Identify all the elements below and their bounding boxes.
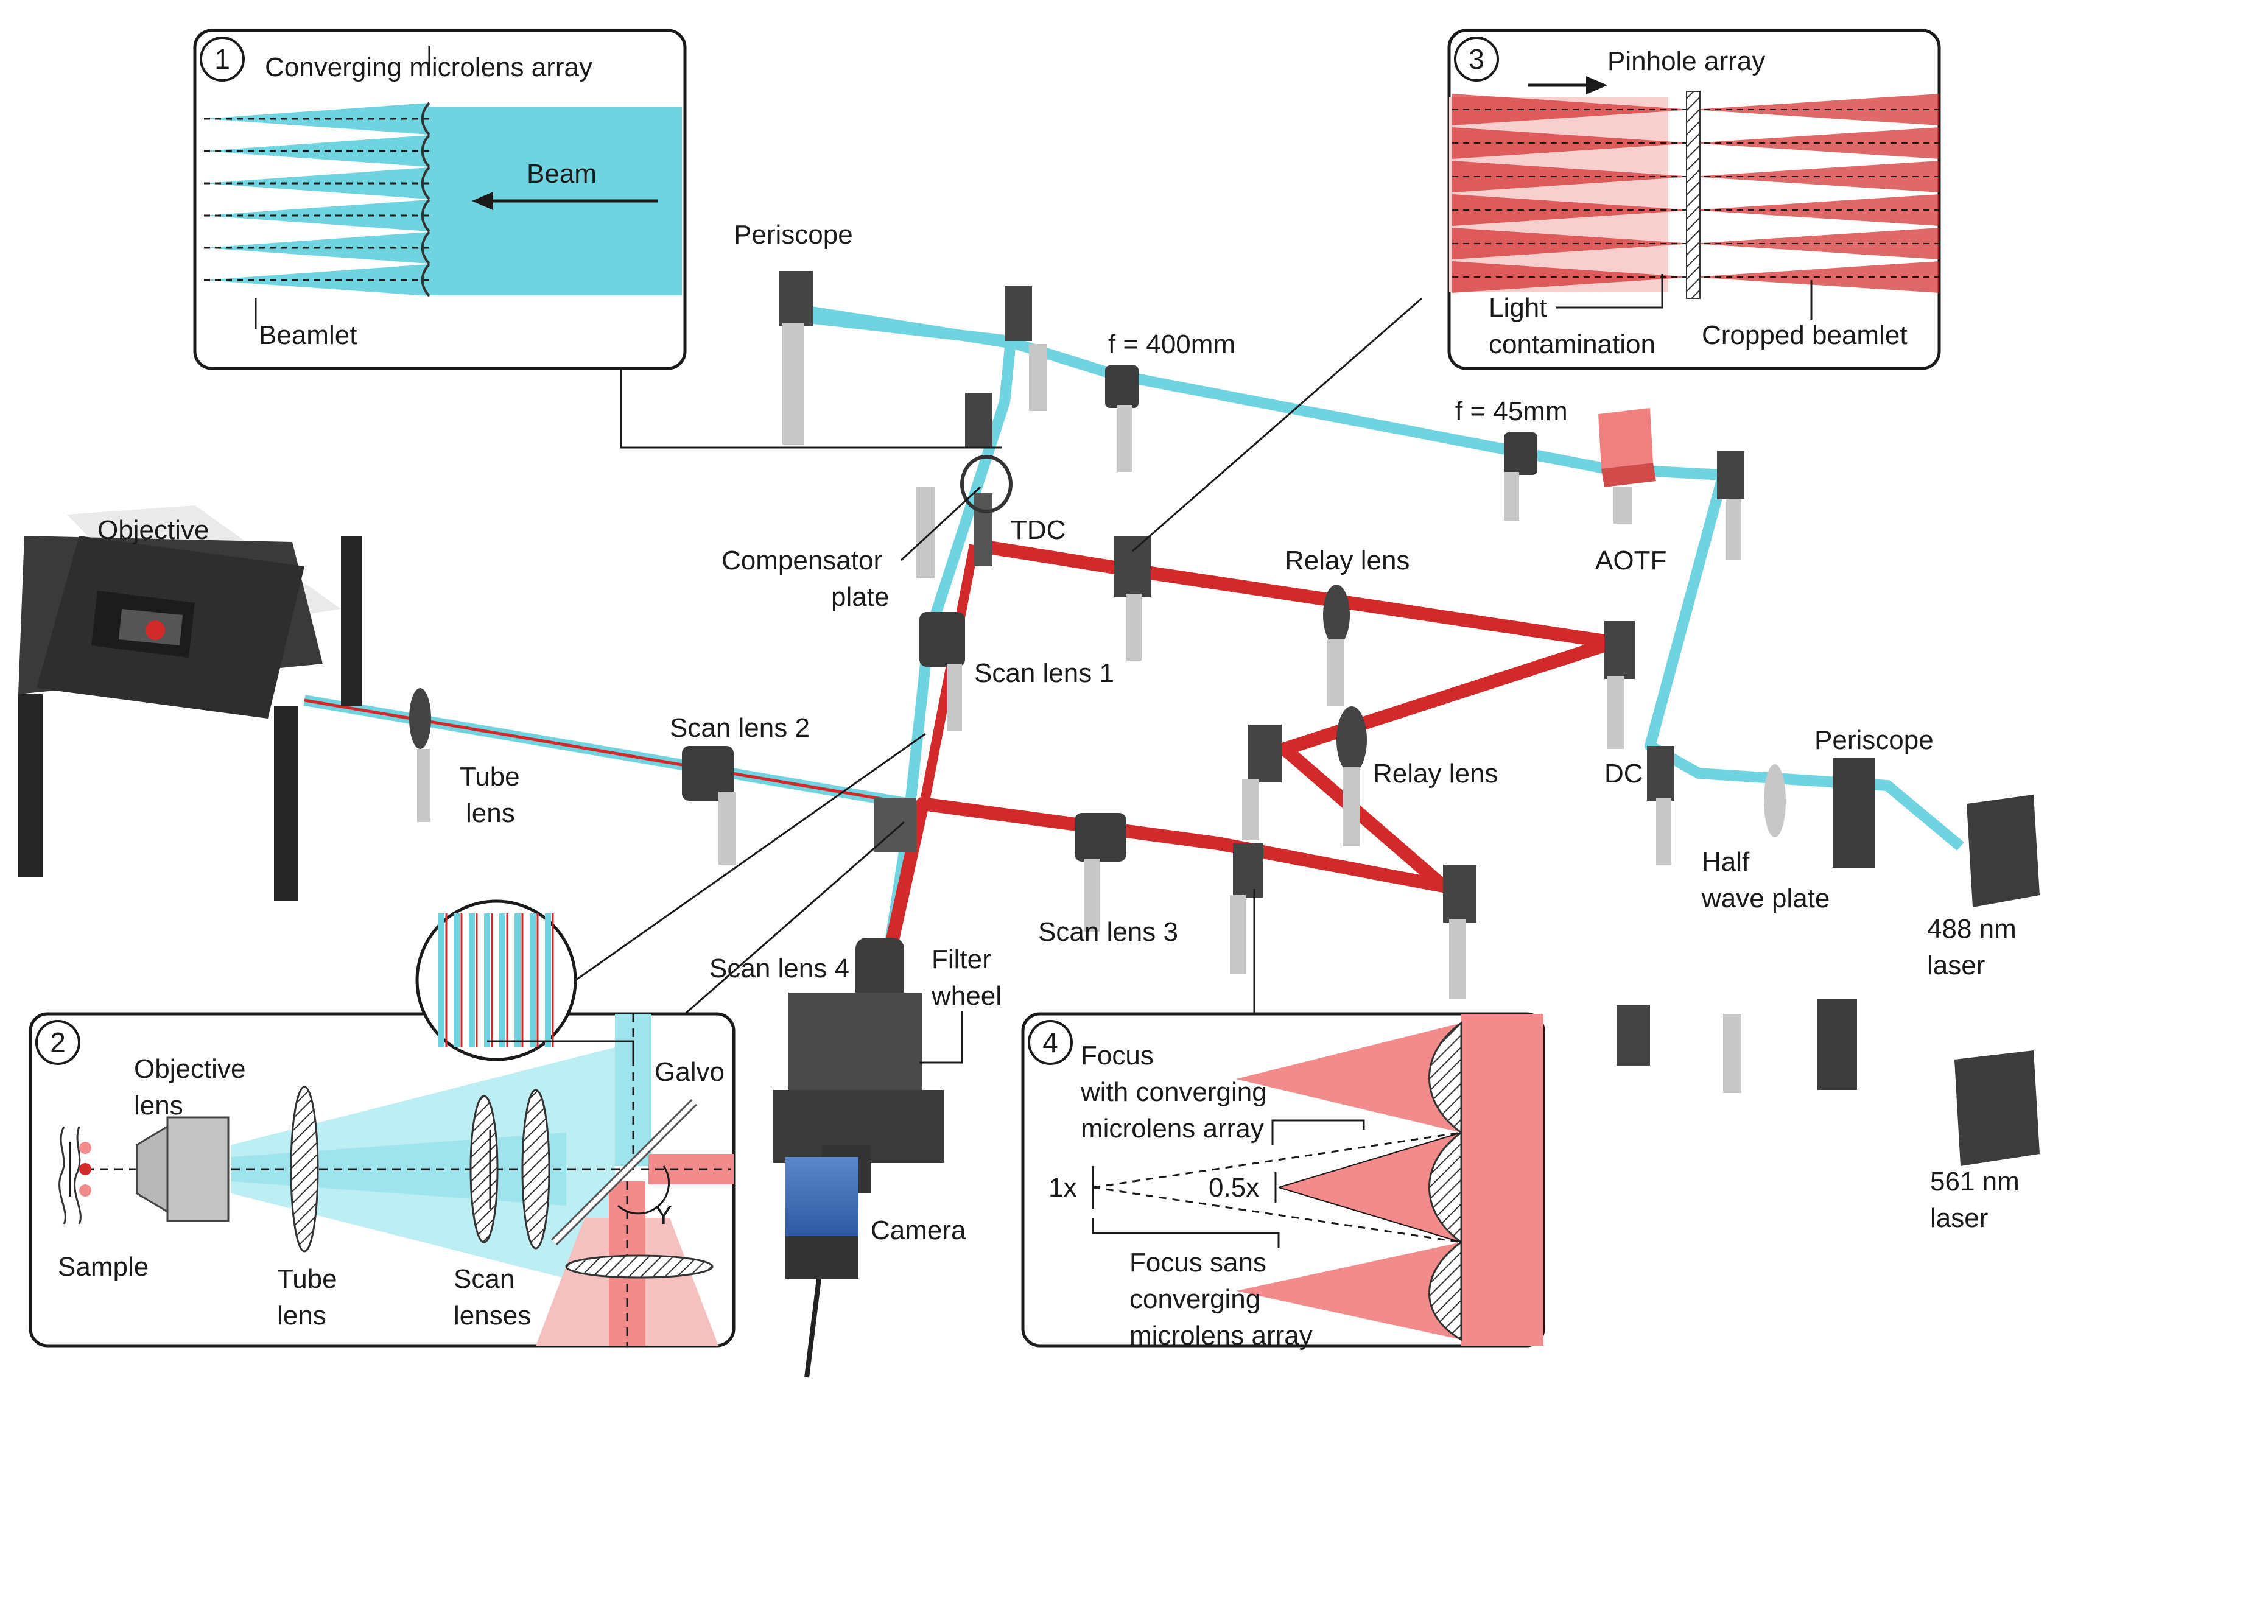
beamlet-left [1452,127,1693,159]
inset2-objective-label-1: Objective [134,1054,245,1084]
inset2-objective-label-2: lens [134,1091,183,1120]
lenslet [421,263,430,297]
lenslet [421,231,430,265]
label-488-2: laser [1927,951,1985,980]
inset-2-scan-optics: 2 Objective lens Galvo Sample Tube lens … [29,733,926,1348]
inset4-focus-sans-1: Focus sans [1129,1248,1266,1278]
microlens-middle [1428,1131,1462,1244]
scan-lens-element-b [521,1089,550,1250]
lenslet [421,134,430,168]
inset4-focus-with-2: with converging [1080,1077,1267,1107]
lenslet [421,166,430,200]
inset3-light-label-1: Light [1489,293,1547,323]
label-periscope-top: Periscope [734,220,853,250]
label-scan-lens-3: Scan lens 3 [1038,917,1178,947]
inset2-tube-label-1: Tube [277,1264,337,1294]
label-f45: f = 45mm [1455,396,1568,426]
inset1-beamlets [204,102,430,297]
objective-stage [18,505,362,901]
label-scan-lens-1: Scan lens 1 [974,658,1114,688]
label-scan-lens-2: Scan lens 2 [670,713,810,743]
label-561-1: 561 nm [1930,1167,2020,1197]
inset3-title: Pinhole array [1607,46,1765,76]
optical-mounts [409,271,2040,1166]
label-f400: f = 400mm [1108,329,1235,359]
label-filter-wheel-1: Filter [932,944,991,974]
inset4-focus-sans-2: converging [1129,1284,1260,1314]
inset3-light-label-2: contamination [1489,329,1655,359]
magnifier-beam-lines [438,913,554,1047]
inset4-1x-label: 1x [1048,1173,1076,1203]
label-relay-lens-2: Relay lens [1373,759,1498,789]
label-half-wave-2: wave plate [1701,884,1830,913]
label-tube-lens-2: lens [466,798,515,828]
label-compensator-2: plate [831,582,889,612]
microlens-top [1428,1021,1462,1134]
pinhole-array [1686,91,1701,299]
red-core-line [304,698,911,806]
label-scan-lens-4: Scan lens 4 [709,954,849,983]
label-objective: Objective [97,515,209,545]
label-dc: DC [1604,759,1643,789]
inset4-focus-sans-3: microlens array [1129,1321,1313,1351]
scan-lens-element-a [469,1095,499,1243]
inset1-title: Converging microlens array [265,52,592,82]
label-aotf: AOTF [1595,546,1666,575]
inset3-number: 3 [1469,43,1484,75]
inset2-sample-label: Sample [58,1252,149,1282]
beamlet-left [1452,94,1693,125]
label-561-2: laser [1930,1203,1988,1233]
label-relay-lens-1: Relay lens [1285,546,1410,575]
inset2-scan-label-2: lenses [454,1301,531,1330]
label-tube-lens-1: Tube [460,762,520,792]
inset3-cropped-label: Cropped beamlet [1702,320,1908,350]
label-compensator-1: Compensator [721,546,882,575]
inset2-galvo-label: Galvo [655,1057,725,1087]
beamlet-left [1452,161,1693,192]
component-labels: Objective Tube lens Scan lens 2 Scan len… [97,220,2020,1245]
inset1-beamlet-label: Beamlet [259,320,357,350]
beamlet-left [1452,261,1693,293]
microlens-bottom [1428,1240,1462,1341]
inset-3-pinhole: 3 Pinhole array Light contamination Crop… [1132,29,1941,552]
inset4-number: 4 [1042,1027,1058,1058]
beamlet-left [1452,194,1693,226]
inset-1-microlens: 1 Converging microlens array Beam Beamle… [193,29,1002,449]
tube-lens-element [290,1086,319,1253]
beamlet-left [1452,228,1693,259]
inset-4-focus: 4 Focus with converging microlens array … [1021,889,1545,1351]
inset4-05x-label: 0.5x [1209,1173,1259,1203]
inset2-gamma-label: Y [655,1200,672,1230]
label-half-wave-1: Half [1702,847,1750,877]
red-beam [882,538,1620,958]
inset1-beam-label: Beam [527,159,597,189]
inset4-focus-with-3: microlens array [1081,1114,1264,1144]
label-tdc: TDC [1011,515,1066,545]
label-periscope-right: Periscope [1814,725,1934,755]
label-filter-wheel-2: wheel [931,981,1002,1011]
scan-lens-element-c [565,1254,714,1279]
lenslet [421,199,430,233]
camera-assembly [773,938,944,1378]
inset2-tube-label-2: lens [277,1301,326,1330]
inset2-number: 2 [50,1027,66,1058]
label-488-1: 488 nm [1927,914,2017,944]
inset1-number: 1 [214,43,230,75]
lenslet [421,102,430,136]
inset2-scan-label-1: Scan [454,1264,514,1294]
label-camera: Camera [871,1215,966,1245]
inset4-focus-with-1: Focus [1081,1041,1154,1070]
